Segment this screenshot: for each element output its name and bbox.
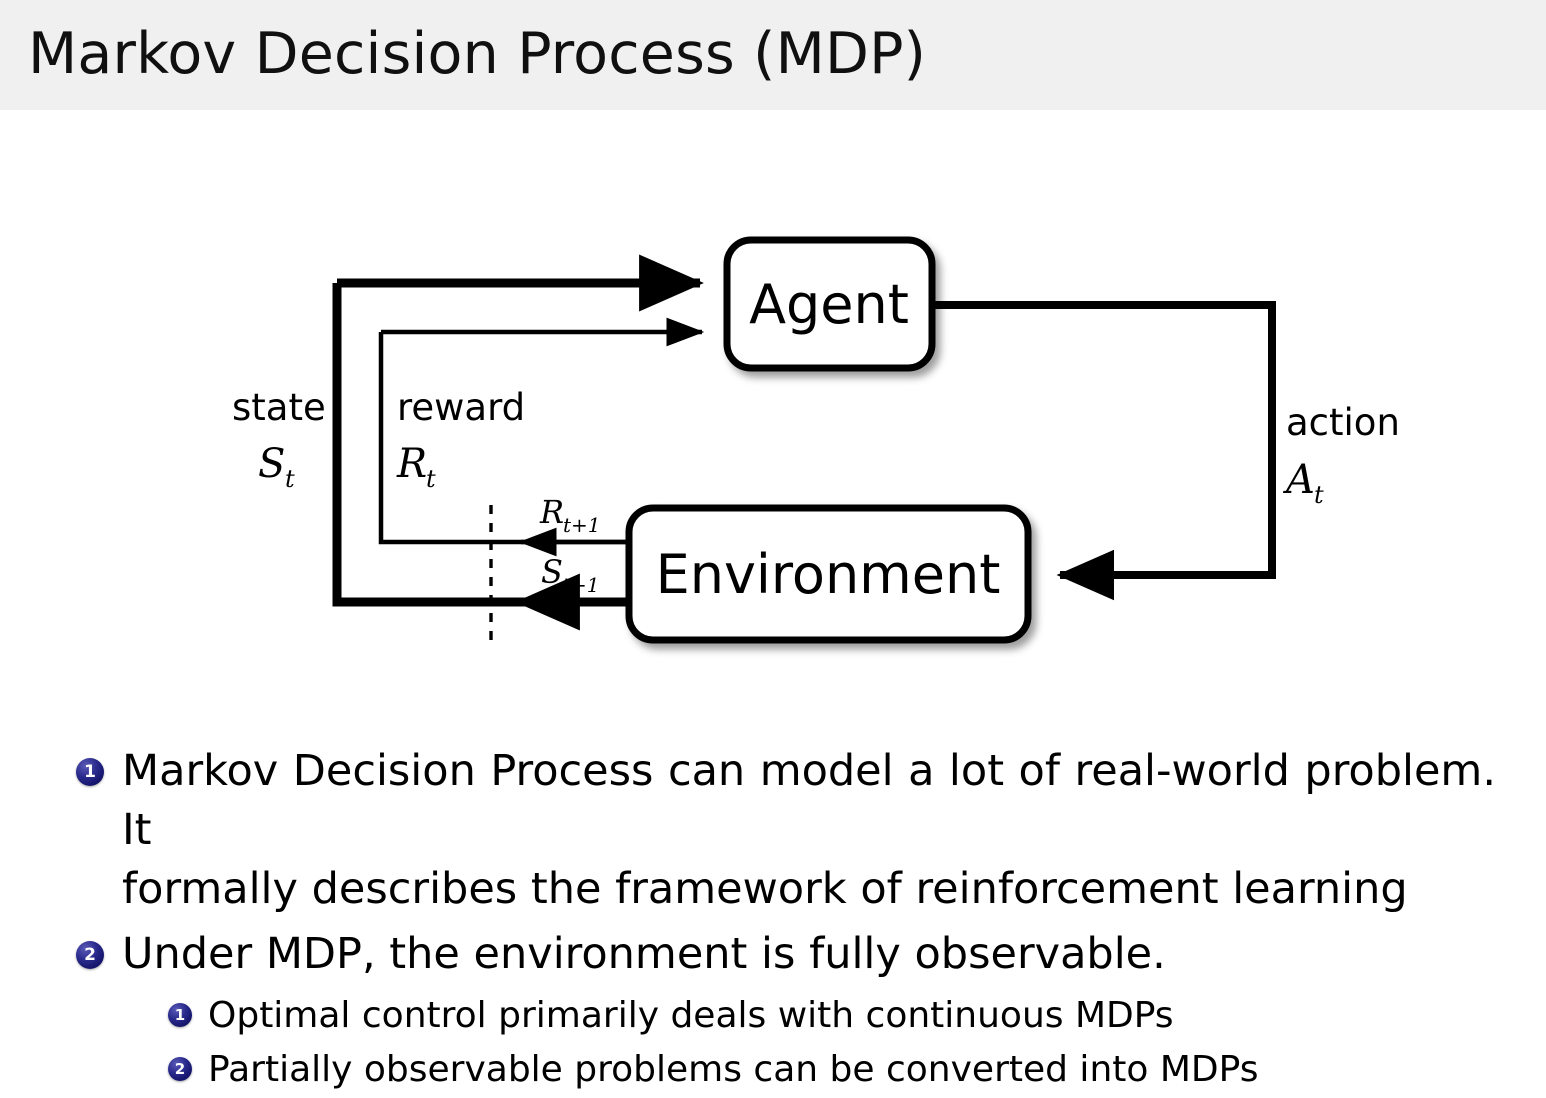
state-next-label: S t+1: [541, 553, 600, 597]
reward-label-word: reward: [397, 386, 525, 429]
slide-header-bar: Markov Decision Process (MDP): [0, 0, 1546, 110]
list-item-text: Under MDP, the environment is fully obse…: [122, 925, 1496, 984]
mdp-diagram: Agent Environment state S t reward R t a…: [0, 110, 1546, 720]
reward-next-subscript: t+1: [563, 513, 601, 537]
action-label-subscript: t: [1314, 481, 1324, 509]
list-item[interactable]: 2 Under MDP, the environment is fully ob…: [0, 925, 1546, 984]
bullet-number-badge: 2: [168, 1057, 192, 1081]
agent-box: Agent: [723, 236, 936, 372]
action-label-word: action: [1286, 401, 1400, 444]
list-item-line: formally describes the framework of rein…: [122, 864, 1408, 914]
state-next-symbol: S: [541, 553, 563, 591]
state-label-subscript: t: [285, 465, 295, 493]
list-item-text: Markov Decision Process can model a lot …: [122, 742, 1496, 919]
action-label-symbol: A: [1282, 457, 1315, 503]
list-item[interactable]: 1 Markov Decision Process can model a lo…: [0, 742, 1546, 919]
bullet-list: 1 Markov Decision Process can model a lo…: [0, 742, 1546, 1098]
environment-box-label: Environment: [656, 543, 1001, 606]
list-item[interactable]: 2 Partially observable problems can be c…: [0, 1044, 1546, 1096]
bullet-number-badge: 1: [76, 758, 104, 786]
state-label-word: state: [232, 386, 326, 429]
action-path: [932, 301, 1276, 601]
reward-next-symbol: R: [539, 493, 564, 531]
list-item-text: Partially observable problems can be con…: [208, 1049, 1259, 1090]
reward-label-subscript: t: [426, 465, 436, 493]
action-label: action A t: [1282, 401, 1400, 509]
agent-box-label: Agent: [749, 273, 909, 336]
list-item-line: Under MDP, the environment is fully obse…: [122, 929, 1166, 979]
reward-label: reward R t: [396, 386, 525, 493]
state-next-subscript: t+1: [562, 573, 600, 597]
page-title: Markov Decision Process (MDP): [28, 21, 927, 87]
state-label: state S t: [232, 386, 326, 493]
bullet-number-badge: 2: [76, 941, 104, 969]
bullet-number-badge: 1: [168, 1003, 192, 1027]
state-feedback-path: [332, 254, 704, 631]
list-item-line: Markov Decision Process can model a lot …: [122, 746, 1496, 855]
reward-feedback-path: [378, 317, 705, 557]
list-item[interactable]: 1 Optimal control primarily deals with c…: [0, 990, 1546, 1042]
environment-box: Environment: [625, 504, 1032, 644]
reward-next-label: R t+1: [539, 493, 601, 537]
agent-environment-loop-svg: Agent Environment state S t reward R t a…: [232, 236, 1400, 644]
list-item-text: Optimal control primarily deals with con…: [208, 995, 1174, 1036]
state-label-symbol: S: [258, 441, 285, 487]
reward-label-symbol: R: [396, 441, 427, 487]
